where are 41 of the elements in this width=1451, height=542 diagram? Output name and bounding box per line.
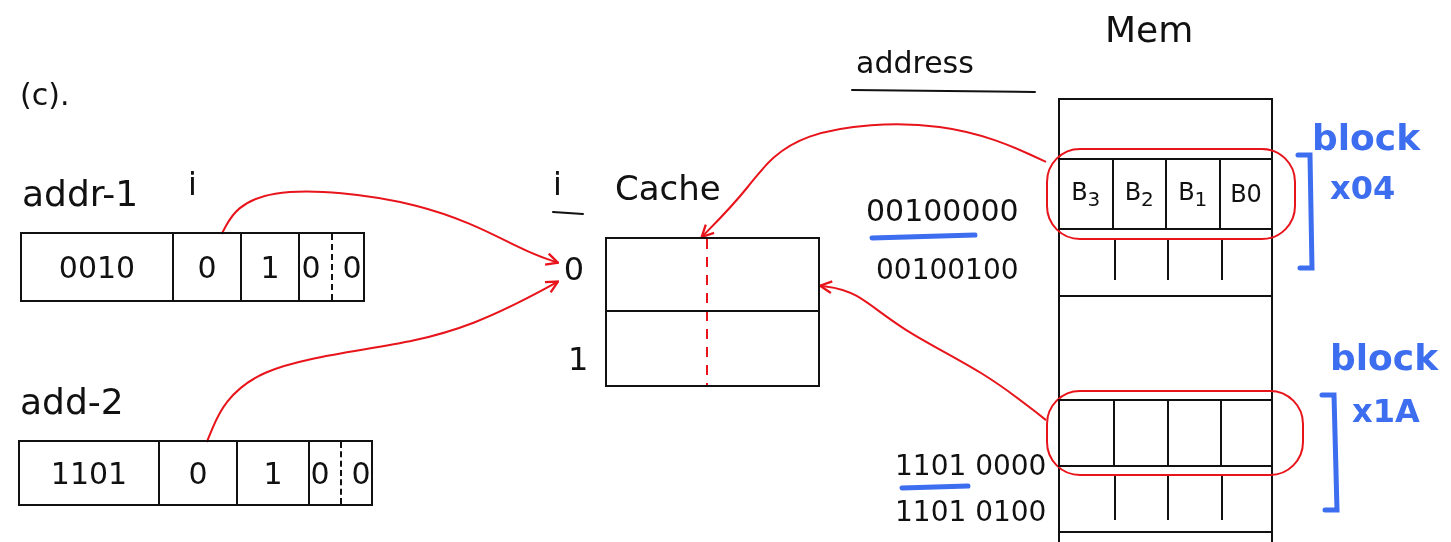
arrow [220,190,560,266]
heading: addr-1 [22,176,139,212]
bit-value: 0 [301,249,321,285]
byte-label: B0 [1230,180,1262,208]
block-label: block [1330,340,1439,376]
bit-value: 1 [260,249,280,285]
bit-value: 0 [197,249,217,285]
block-label: block [1312,120,1421,156]
memory-block [1058,158,1273,230]
bit-field [310,442,371,504]
bit-field [300,234,363,300]
address-value: 00100100 [876,256,1019,284]
field-label: i [188,168,197,200]
arrow [700,123,1047,239]
index-label: 1 [568,343,589,375]
bit-value: 0 [310,455,330,491]
index-value: 0 [563,250,585,288]
arrow [818,280,1047,422]
address-value: 1101 0100 [895,498,1047,526]
bit-value: 0010 [58,249,136,285]
bit-value: 1101 [50,455,128,491]
heading: add-2 [20,384,124,420]
arrow [205,280,560,443]
byte-label: B$_{1}$ [1178,177,1208,211]
memory-block [1058,399,1273,467]
address-value: 00100000 [866,196,1019,226]
bit-value: 1 [263,455,283,491]
cache-line [605,312,820,387]
column-heading: i [553,168,562,200]
heading: Cache [615,171,721,205]
block-address: x04 [1330,172,1396,204]
byte-label: B$_{2}$ [1124,177,1154,211]
bit-value: 0 [342,249,362,285]
column-heading: address [856,48,974,78]
address-value: 1101 0000 [895,452,1047,480]
byte-label: B$_{3}$ [1071,177,1101,211]
bit-value: 0 [188,455,208,491]
part-label: (c). [20,80,70,110]
block-address: x1A [1352,395,1420,427]
heading: Mem [1105,12,1194,48]
bit-value: 0 [351,455,371,491]
